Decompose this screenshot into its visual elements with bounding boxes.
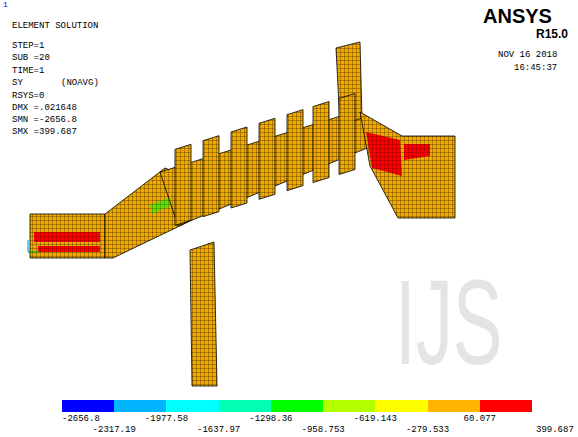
color-band <box>323 400 376 412</box>
max-displacement: DMX =.021648 <box>12 104 77 113</box>
stiffener-plate <box>287 110 303 191</box>
stress-patch <box>38 246 100 252</box>
stiffener-plates <box>175 94 355 226</box>
time-label: 16:45:37 <box>514 64 557 73</box>
color-band <box>480 400 532 412</box>
scale-value: -1298.36 <box>249 415 292 424</box>
result-title: ELEMENT SOLUTION <box>12 22 98 31</box>
x-axis <box>28 251 40 252</box>
scale-value: -1637.97 <box>197 426 240 435</box>
scale-value: -958.753 <box>301 426 344 435</box>
stiffener-plate <box>203 136 219 217</box>
color-band <box>114 400 167 412</box>
axis-triad <box>28 240 40 252</box>
color-band <box>219 400 272 412</box>
scale-value: 60.077 <box>464 415 496 424</box>
stiffener-plate <box>259 118 275 199</box>
triad-number: 1 <box>3 1 8 9</box>
date-label: NOV 16 2018 <box>498 51 557 60</box>
scale-value: -2656.8 <box>62 415 100 424</box>
stiffener-plate <box>231 127 247 208</box>
stress-patch <box>34 232 100 242</box>
stress-component: SY <box>12 79 23 88</box>
left-slab <box>30 214 105 258</box>
color-band <box>271 400 324 412</box>
coord-system: RSYS=0 <box>12 92 44 101</box>
scale-value: 399.687 <box>536 426 574 435</box>
time-info: TIME=1 <box>12 67 44 76</box>
color-band <box>62 400 115 412</box>
brand-logo: ANSYS <box>483 6 552 26</box>
y-axis <box>27 240 28 252</box>
stress-patch <box>366 132 402 176</box>
stiffener-plate <box>339 94 355 175</box>
color-bar <box>62 400 532 412</box>
max-stress: SMX =399.687 <box>12 128 77 137</box>
scale-value: -619.143 <box>354 415 397 424</box>
scale-value: -279.533 <box>406 426 449 435</box>
lower-leg <box>190 242 217 386</box>
substep-info: SUB =20 <box>12 54 50 63</box>
stiffener-plate <box>313 102 329 183</box>
scale-value: -2317.19 <box>93 426 136 435</box>
min-stress: SMN =-2656.8 <box>12 116 77 125</box>
stress-patch <box>404 144 430 160</box>
version-label: R15.0 <box>536 28 568 40</box>
color-band <box>428 400 481 412</box>
step-info: STEP=1 <box>12 42 44 51</box>
scale-value: -1977.58 <box>145 415 188 424</box>
watermark: IJS <box>395 262 503 382</box>
averaging-note: (NOAVG) <box>61 79 99 88</box>
stiffener-plate <box>175 144 191 225</box>
color-band <box>375 400 428 412</box>
right-arm <box>360 112 455 218</box>
structure-mesh <box>30 42 455 386</box>
color-band <box>166 400 219 412</box>
